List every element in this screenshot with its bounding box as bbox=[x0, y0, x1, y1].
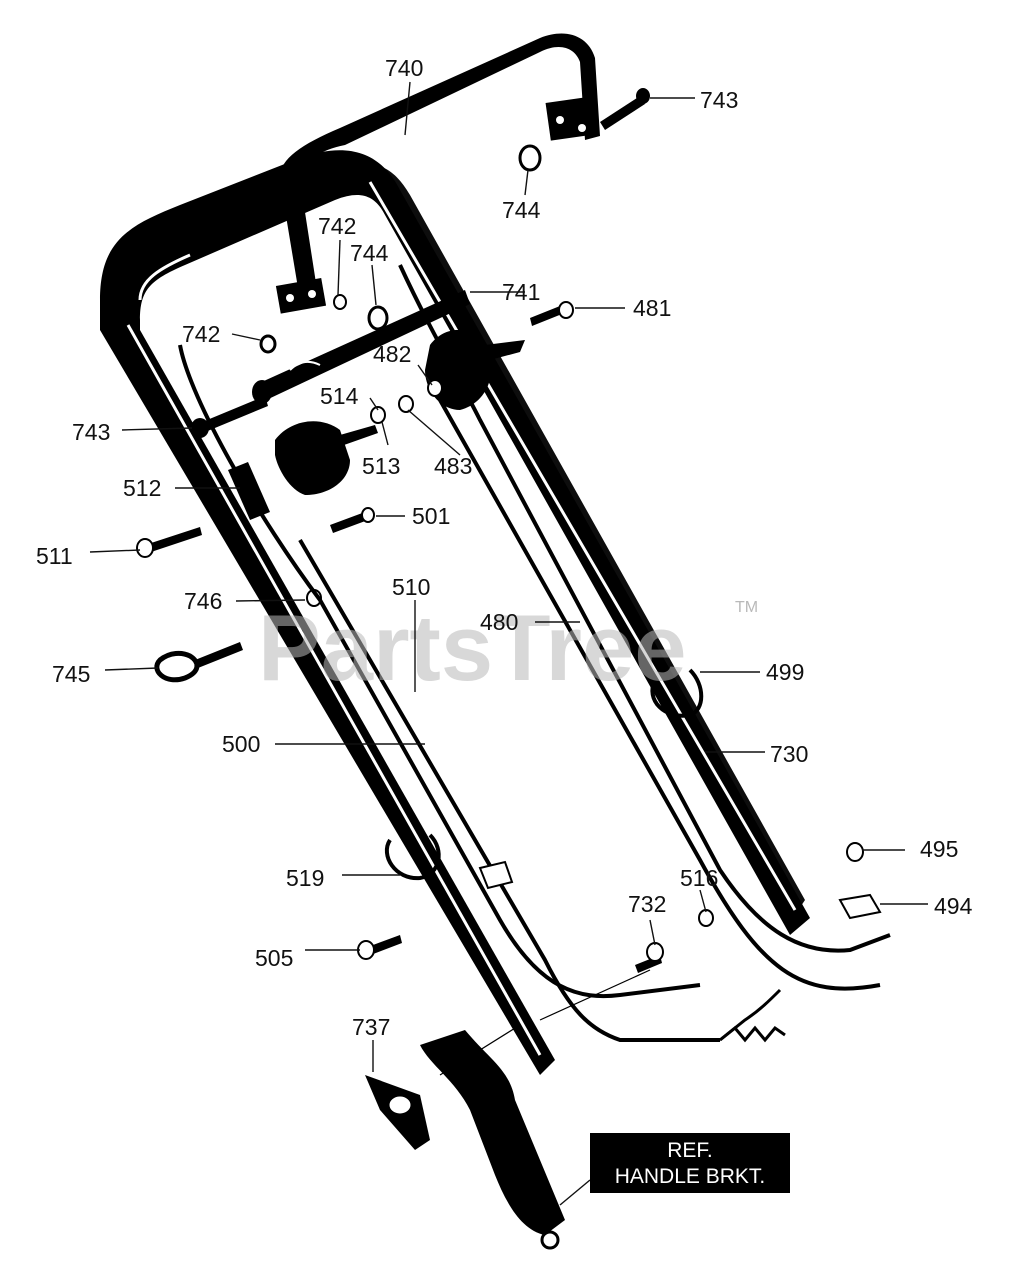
label-500[interactable]: 500 bbox=[222, 731, 260, 757]
label-510[interactable]: 510 bbox=[392, 574, 430, 600]
watermark: PartsTree bbox=[258, 595, 687, 700]
label-483[interactable]: 483 bbox=[434, 453, 472, 479]
label-480[interactable]: 480 bbox=[480, 609, 518, 635]
watermark-trademark: TM bbox=[735, 599, 758, 616]
label-501[interactable]: 501 bbox=[412, 503, 450, 529]
washers bbox=[370, 395, 414, 424]
label-744-middle[interactable]: 744 bbox=[350, 240, 389, 266]
label-511[interactable]: 511 bbox=[36, 543, 73, 569]
ref-box-line1: REF. bbox=[667, 1139, 713, 1162]
label-737[interactable]: 737 bbox=[352, 1014, 390, 1040]
left-control bbox=[228, 421, 378, 520]
label-742-left[interactable]: 742 bbox=[182, 321, 220, 347]
label-743-left[interactable]: 743 bbox=[72, 419, 110, 445]
label-514[interactable]: 514 bbox=[320, 383, 359, 409]
label-482[interactable]: 482 bbox=[373, 341, 411, 367]
label-495[interactable]: 495 bbox=[920, 836, 958, 862]
ref-box-line2: HANDLE BRKT. bbox=[615, 1165, 766, 1188]
bracket-737 bbox=[365, 1075, 430, 1150]
label-516[interactable]: 516 bbox=[680, 865, 718, 891]
spring bbox=[719, 1025, 786, 1043]
label-744-top[interactable]: 744 bbox=[502, 197, 541, 223]
label-746[interactable]: 746 bbox=[184, 588, 222, 614]
bolt-511 bbox=[136, 527, 202, 558]
label-499[interactable]: 499 bbox=[766, 659, 804, 685]
label-743-top[interactable]: 743 bbox=[700, 87, 738, 113]
label-505[interactable]: 505 bbox=[255, 945, 293, 971]
cables bbox=[178, 264, 891, 1042]
label-741[interactable]: 741 bbox=[502, 279, 540, 305]
top-bolt bbox=[600, 88, 650, 130]
label-481[interactable]: 481 bbox=[633, 295, 671, 321]
label-512[interactable]: 512 bbox=[123, 475, 161, 501]
label-519[interactable]: 519 bbox=[286, 865, 324, 891]
label-730[interactable]: 730 bbox=[770, 741, 808, 767]
ref-handle-bracket-box: REF. HANDLE BRKT. bbox=[590, 1133, 790, 1193]
label-742-upper[interactable]: 742 bbox=[318, 213, 356, 239]
left-bolt bbox=[191, 396, 268, 438]
label-732[interactable]: 732 bbox=[628, 891, 666, 917]
part-labels: 740 743 744 742 744 741 481 742 482 514 … bbox=[36, 55, 973, 1040]
bolt-501 bbox=[330, 507, 375, 533]
right-control-lever bbox=[425, 301, 574, 410]
leader-lines bbox=[89, 81, 928, 1206]
bushings bbox=[259, 144, 542, 354]
cross-tube bbox=[252, 290, 470, 404]
lower-bracket bbox=[420, 969, 651, 1250]
label-740[interactable]: 740 bbox=[385, 55, 423, 81]
label-513[interactable]: 513 bbox=[362, 453, 400, 479]
upper-handle bbox=[275, 33, 600, 314]
label-745[interactable]: 745 bbox=[52, 661, 90, 687]
cable-clips bbox=[384, 668, 704, 881]
eyebolt bbox=[154, 589, 322, 683]
screws-bottom bbox=[357, 842, 882, 973]
label-494[interactable]: 494 bbox=[934, 893, 973, 919]
